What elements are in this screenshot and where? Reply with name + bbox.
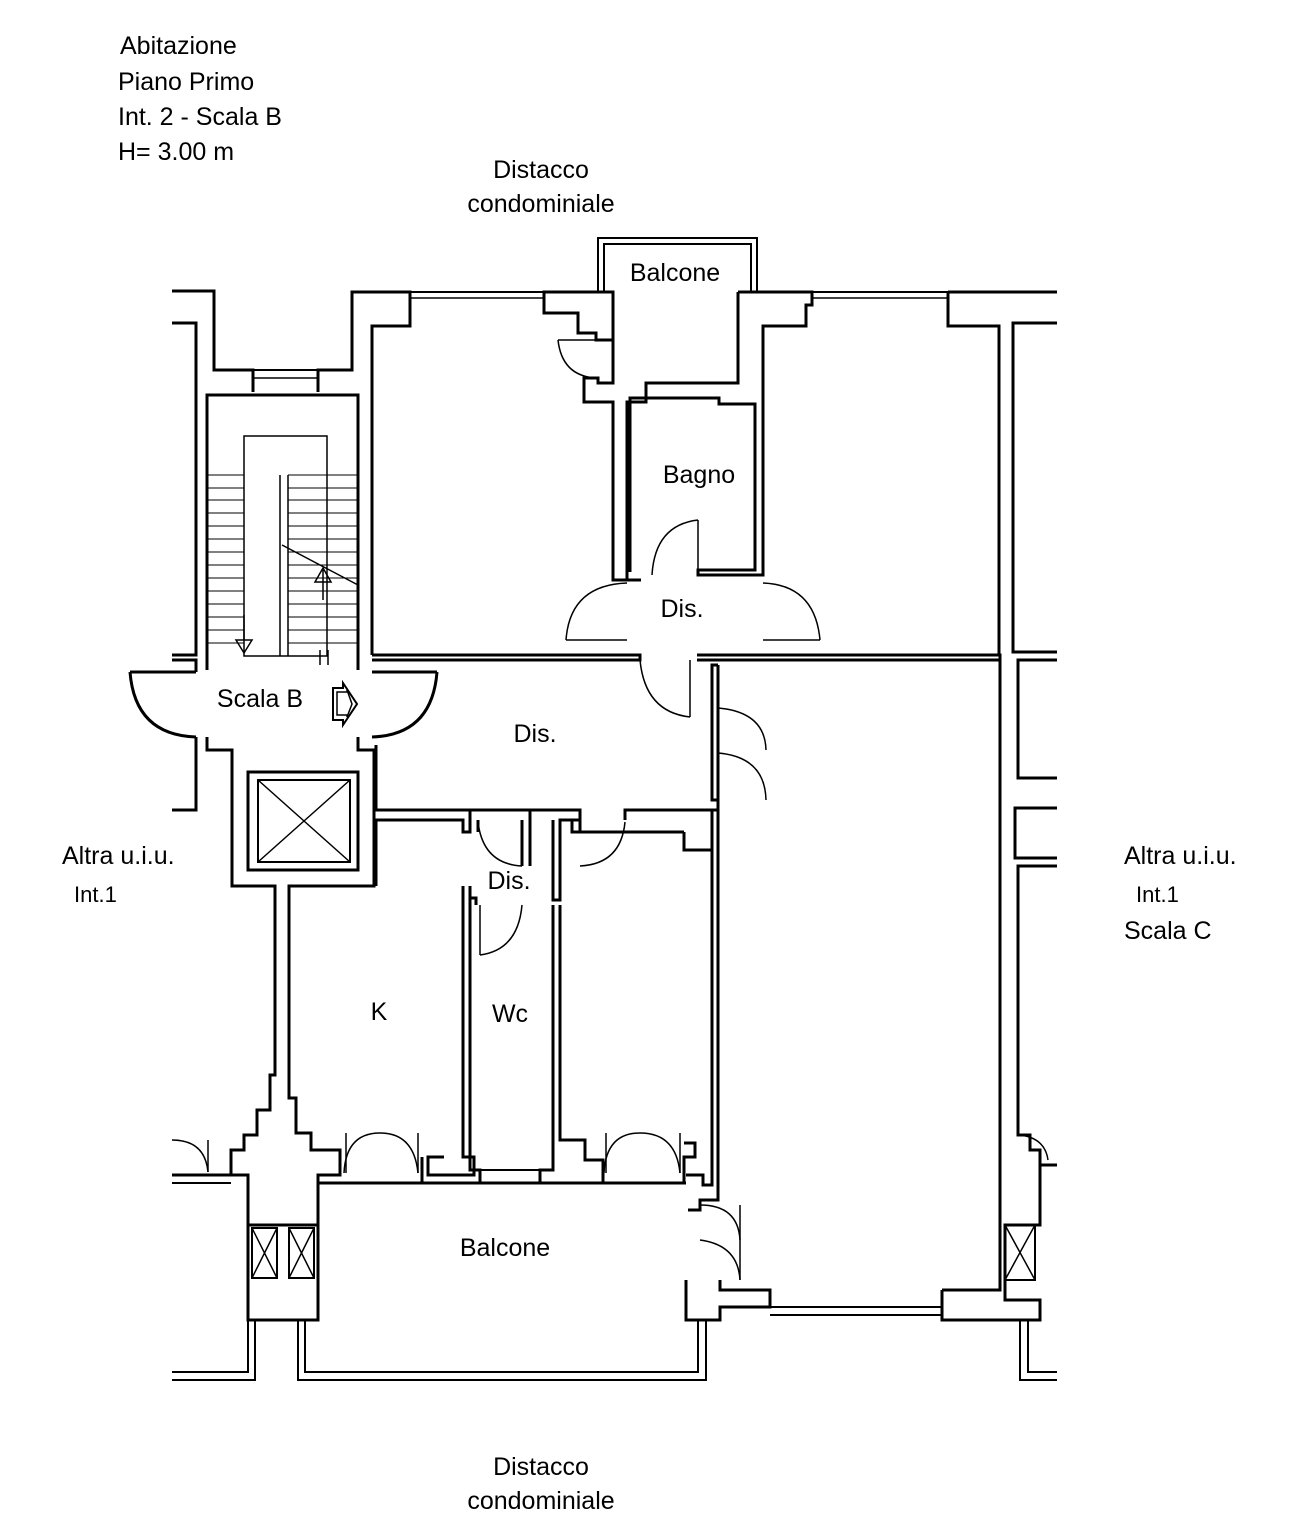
right-neighbour-label: Altra u.i.u. — [1124, 842, 1237, 870]
room-dis-main: Dis. — [513, 720, 557, 748]
top-facade-wall — [172, 289, 1057, 655]
left-neighbour-int: Int.1 — [74, 882, 117, 907]
stairwell — [205, 393, 360, 670]
right-neighbour-int: Int.1 — [1136, 882, 1179, 907]
title-line-4: H= 3.00 m — [118, 138, 235, 166]
central-corridor-walls — [372, 653, 1002, 1212]
room-bagno: Bagno — [662, 461, 736, 489]
doors — [171, 339, 1049, 1281]
room-dis-upper: Dis. — [660, 595, 704, 623]
top-distacco-line-1: Distacco — [493, 156, 589, 184]
left-neighbour-label: Altra u.i.u. — [62, 842, 175, 870]
room-kitchen: K — [370, 998, 388, 1026]
left-neighbour-walls — [172, 321, 1057, 1167]
bottom-facade-wall — [172, 660, 1042, 1322]
room-scala-b: Scala B — [216, 685, 304, 713]
bottom-distacco-line-2: condominiale — [467, 1487, 615, 1515]
room-dis-small: Dis. — [487, 867, 531, 895]
title-line-3: Int. 2 - Scala B — [118, 103, 282, 131]
bottom-balcony-parapet — [172, 1320, 1057, 1381]
right-neighbour-scala: Scala C — [1124, 917, 1212, 945]
top-balcony-parapet — [597, 237, 758, 292]
title-line-1: Abitazione — [120, 32, 237, 60]
landing-walls — [128, 670, 439, 1225]
bottom-distacco-line-1: Distacco — [493, 1453, 589, 1481]
entrance-arrow-icon — [332, 679, 359, 729]
room-balcone-top: Balcone — [629, 259, 721, 287]
service-room-walls — [420, 820, 712, 1185]
top-distacco-line-2: condominiale — [467, 190, 615, 218]
room-balcone-bottom: Balcone — [459, 1234, 551, 1262]
title-line-2: Piano Primo — [118, 68, 255, 96]
room-wc: Wc — [491, 1000, 529, 1028]
